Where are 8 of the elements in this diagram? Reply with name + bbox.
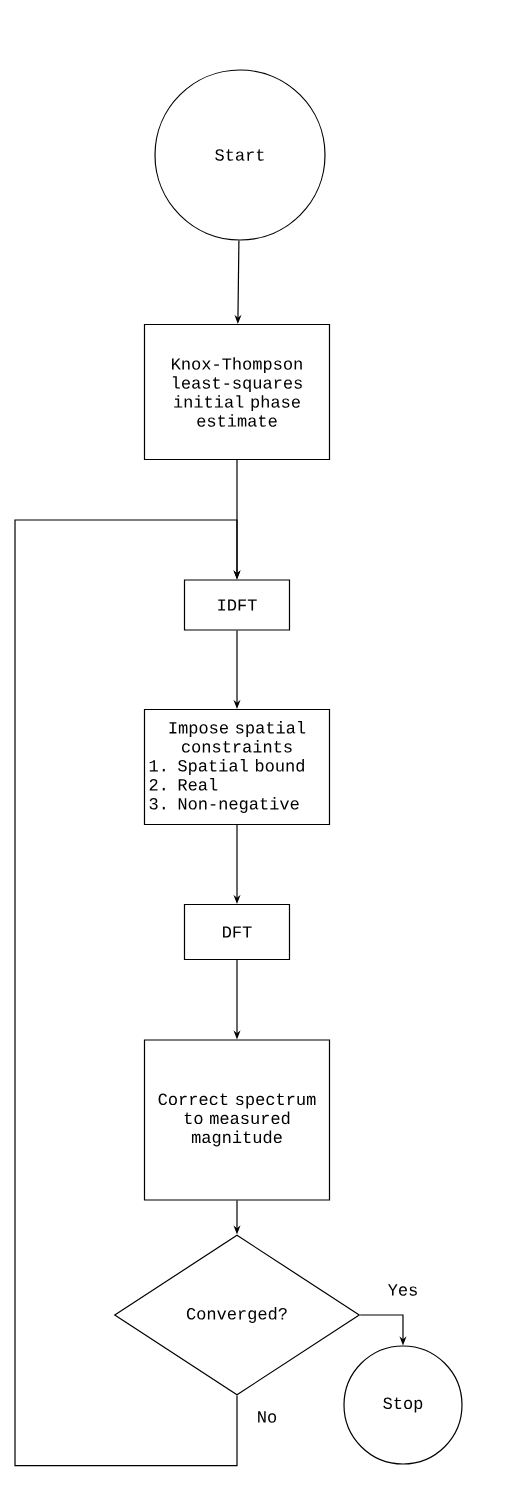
edge-label: No	[255, 1410, 279, 1424]
arrow	[14, 519, 241, 1467]
process-box: DFT	[183, 903, 291, 961]
process-box: Impose spatial constraints 1. Spatial bound 2. Real 3. Non-negative	[143, 708, 331, 826]
edge-label: Yes	[386, 1283, 420, 1297]
process-box: Knox-Thompson least-squares initial phase estimate	[143, 323, 331, 461]
process-box: Correct spectrum to measured magnitude	[143, 1039, 331, 1201]
process-box: IDFT	[183, 579, 291, 631]
